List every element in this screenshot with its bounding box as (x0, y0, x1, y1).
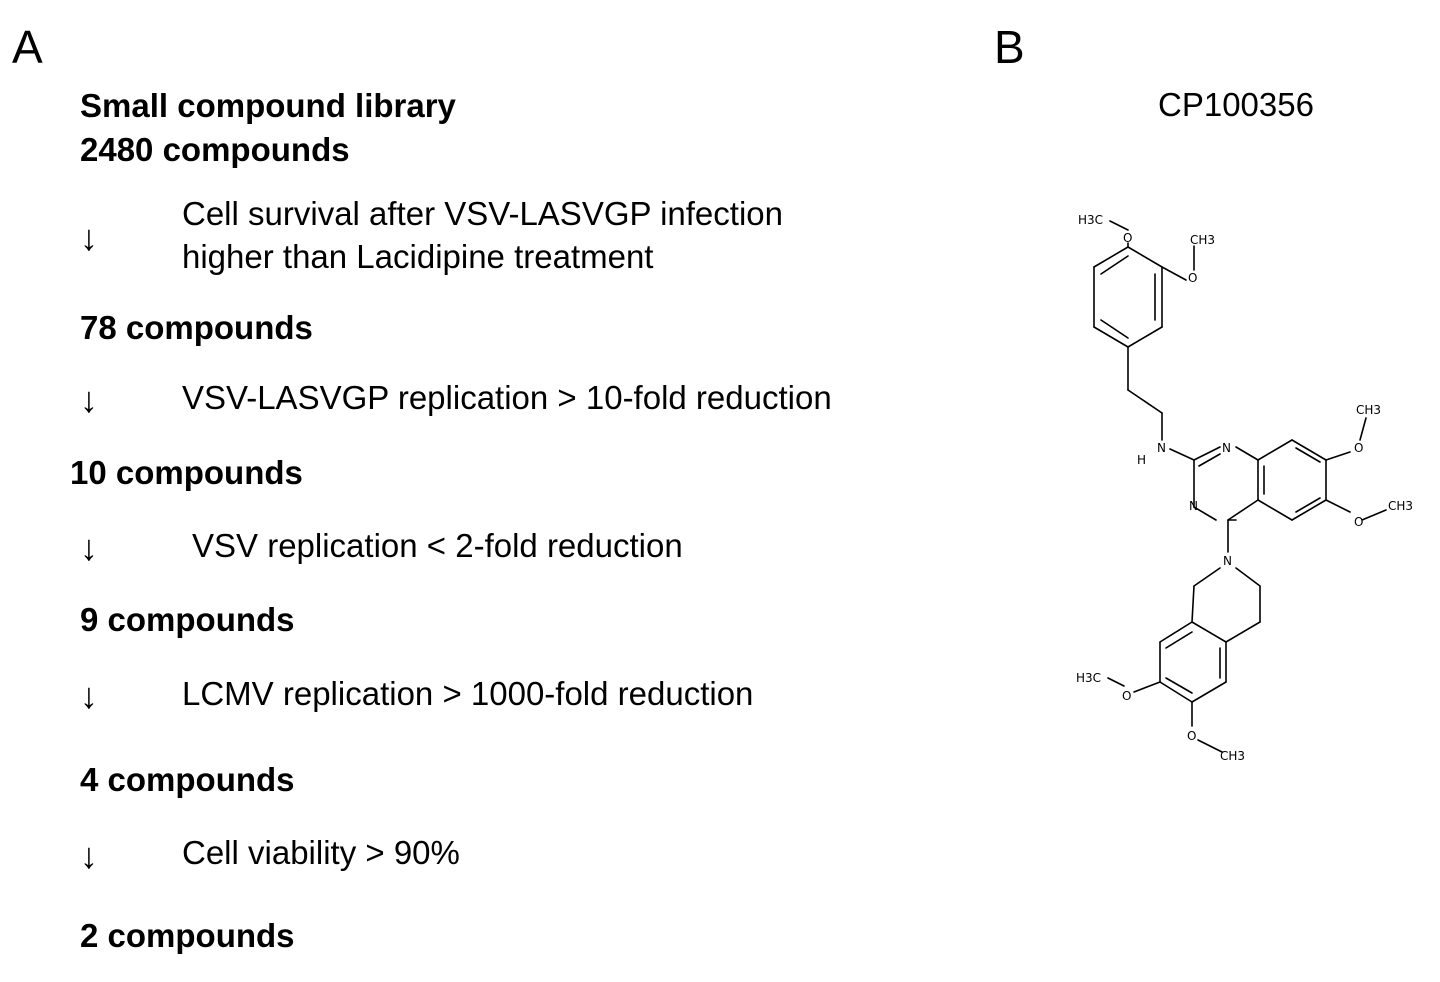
oxygen-label: O (1354, 441, 1363, 455)
nitrogen-label: N (1157, 441, 1166, 455)
criterion-1-line2: higher than Lacidipine treatment (182, 238, 654, 275)
result-1: 78 compounds (80, 309, 313, 346)
oxygen-label: O (1354, 515, 1363, 529)
result-5: 2 compounds (80, 917, 295, 954)
tetrahydroisoquinoline-ring (1159, 567, 1261, 703)
result-4: 4 compounds (80, 761, 295, 798)
result-3: 9 compounds (80, 601, 295, 638)
ch3-right-label: CH3 (1388, 499, 1413, 513)
oxygen-label: O (1123, 231, 1132, 245)
cp100356-structure-diagram: H3C O CH3 O N H N N CH3 O O CH3 N H3C O … (1076, 213, 1413, 763)
down-arrow-icon: ↓ (80, 835, 98, 876)
panel-b-label: B (994, 21, 1025, 73)
down-arrow-icon: ↓ (80, 217, 98, 258)
dimethoxyphenyl-ring (1093, 246, 1163, 348)
h3c-bottom-label: H3C (1076, 671, 1101, 685)
criterion-2: VSV-LASVGP replication > 10-fold reducti… (182, 379, 832, 416)
oxygen-label: O (1187, 729, 1196, 743)
hydrogen-label: H (1137, 453, 1146, 467)
ch3-right-top-label: CH3 (1356, 403, 1381, 417)
nitrogen-label: N (1222, 441, 1231, 455)
compound-name: CP100356 (1158, 86, 1314, 123)
panel-a-label: A (12, 21, 43, 73)
down-arrow-icon: ↓ (80, 379, 98, 420)
nitrogen-label: N (1223, 554, 1232, 568)
oxygen-label: O (1122, 689, 1131, 703)
criterion-4: LCMV replication > 1000-fold reduction (182, 675, 754, 712)
result-2: 10 compounds (70, 454, 303, 491)
down-arrow-icon: ↓ (80, 527, 98, 568)
ch3-bottom-label: CH3 (1220, 749, 1245, 763)
criterion-5: Cell viability > 90% (182, 834, 460, 871)
criterion-3: VSV replication < 2-fold reduction (192, 527, 683, 564)
nitrogen-label: N (1189, 499, 1198, 513)
library-title: Small compound library (80, 87, 456, 124)
criterion-1-line1: Cell survival after VSV-LASVGP infection (182, 195, 783, 232)
ch3-top-label: CH3 (1190, 233, 1215, 247)
quinazoline-ring (1193, 439, 1327, 521)
library-count: 2480 compounds (80, 131, 350, 168)
down-arrow-icon: ↓ (80, 675, 98, 716)
h3c-top-label: H3C (1078, 213, 1103, 227)
oxygen-label: O (1188, 271, 1197, 285)
